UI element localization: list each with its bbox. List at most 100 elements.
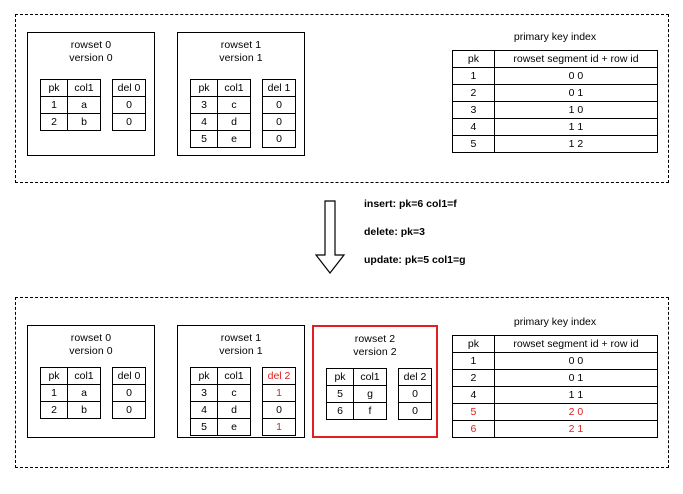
cell-del: 0 — [262, 401, 296, 419]
operations-list: insert: pk=6 col1=f delete: pk=3 update:… — [364, 198, 466, 282]
operation-insert: insert: pk=6 col1=f — [364, 198, 457, 210]
table-row: 1 0 0 — [452, 67, 659, 85]
column-header-del: del 0 — [112, 367, 146, 385]
cell-pk: 3 — [452, 101, 495, 119]
column-header-col1: col1 — [67, 79, 101, 97]
cell-location: 0 0 — [493, 67, 659, 85]
cell-del: 0 — [398, 385, 432, 403]
primary-key-index-after: primary key index pk rowset segment id +… — [452, 316, 659, 438]
cell-pk: 5 — [326, 385, 354, 403]
transition-group: insert: pk=6 col1=f delete: pk=3 update:… — [310, 198, 670, 283]
cell-location: 2 1 — [493, 420, 659, 438]
state-before-container: rowset 0 version 0 pk col1 1 a 2 b del 0 — [15, 14, 669, 183]
column-header-pk: pk — [326, 368, 354, 386]
cell-del: 0 — [262, 113, 296, 131]
cell-del: 1 — [262, 384, 296, 402]
cell-location: 0 1 — [493, 84, 659, 102]
rowset-data-table: pk col1 1 a 2 b — [40, 79, 101, 131]
cell-pk: 2 — [452, 84, 495, 102]
table-row: 0 — [262, 113, 296, 131]
column-header-pk: pk — [452, 50, 495, 68]
rowset-delete-bitmap-table: del 0 0 0 — [112, 367, 146, 419]
table-row: 2 0 1 — [452, 369, 659, 387]
cell-pk: 5 — [452, 135, 495, 153]
rowset-data-table: pk col1 1 a 2 b — [40, 367, 101, 419]
rowset-delete-bitmap-table: del 1 0 0 0 — [262, 79, 296, 148]
rowset-data-table: pk col1 5 g 6 f — [326, 368, 387, 420]
table-row: 4 d — [190, 113, 251, 131]
table-row: 0 — [262, 96, 296, 114]
cell-col1: f — [353, 402, 387, 420]
rowset-card-rowset-0-after: rowset 0 version 0 pk col1 1 a 2 b del 0 — [27, 325, 155, 438]
table-row: 0 — [398, 385, 432, 403]
cell-col1: c — [217, 384, 251, 402]
table-row: 1 a — [40, 384, 101, 402]
cell-location: 1 1 — [493, 118, 659, 136]
rowset-delete-bitmap-table: del 0 0 0 — [112, 79, 146, 131]
column-header-pk: pk — [452, 335, 495, 353]
cell-del: 0 — [112, 96, 146, 114]
column-header-col1: col1 — [353, 368, 387, 386]
rowset-delete-bitmap-table: del 2 1 0 1 — [262, 367, 296, 436]
rowset-title: rowset 0 version 0 — [69, 332, 113, 357]
cell-del: 0 — [262, 96, 296, 114]
table-row: 0 — [262, 130, 296, 148]
column-header-pk: pk — [190, 79, 218, 97]
column-header-col1: col1 — [217, 367, 251, 385]
rowset-title: rowset 0 version 0 — [69, 39, 113, 64]
cell-col1: c — [217, 96, 251, 114]
rowset-delete-bitmap-table: del 2 0 0 — [398, 368, 432, 420]
rowset-data-table: pk col1 3 c 4 d 5 e — [190, 367, 251, 436]
table-row: 4 1 1 — [452, 118, 659, 136]
rowset-data-table: pk col1 3 c 4 d 5 e — [190, 79, 251, 148]
operation-delete: delete: pk=3 — [364, 226, 425, 238]
cell-pk: 2 — [40, 113, 68, 131]
column-header-location: rowset segment id + row id — [493, 50, 659, 68]
primary-key-index-title: primary key index — [513, 316, 597, 328]
cell-pk: 3 — [190, 96, 218, 114]
rowset-card-rowset-1-before: rowset 1 version 1 pk col1 3 c 4 d 5 e — [177, 32, 305, 156]
cell-pk: 6 — [452, 420, 495, 438]
table-row: 0 — [112, 384, 146, 402]
cell-pk: 5 — [190, 130, 218, 148]
cell-location: 1 1 — [493, 386, 659, 404]
rowset-title: rowset 1 version 1 — [219, 332, 263, 357]
cell-location: 1 0 — [493, 101, 659, 119]
cell-pk: 6 — [326, 402, 354, 420]
table-row: 0 — [112, 401, 146, 419]
cell-pk: 2 — [40, 401, 68, 419]
table-row: 4 1 1 — [452, 386, 659, 404]
cell-del: 0 — [112, 401, 146, 419]
cell-location: 0 1 — [493, 369, 659, 387]
table-row: 1 a — [40, 96, 101, 114]
table-row: 1 — [262, 418, 296, 436]
cell-del: 0 — [112, 384, 146, 402]
column-header-location: rowset segment id + row id — [493, 335, 659, 353]
column-header-del: del 2 — [398, 368, 432, 386]
primary-key-index-table: pk rowset segment id + row id 1 0 0 2 0 … — [452, 335, 659, 438]
table-row: 5 2 0 — [452, 403, 659, 421]
cell-col1: e — [217, 130, 251, 148]
cell-pk: 4 — [452, 386, 495, 404]
cell-location: 2 0 — [493, 403, 659, 421]
column-header-del: del 2 — [262, 367, 296, 385]
rowset-card-rowset-2-after: rowset 2 version 2 pk col1 5 g 6 f del 2 — [312, 325, 438, 438]
table-row: 5 e — [190, 418, 251, 436]
cell-del: 0 — [112, 113, 146, 131]
cell-col1: g — [353, 385, 387, 403]
cell-del: 0 — [262, 130, 296, 148]
cell-pk: 1 — [452, 352, 495, 370]
table-row: 5 e — [190, 130, 251, 148]
table-row: 5 g — [326, 385, 387, 403]
rowset-title: rowset 2 version 2 — [353, 333, 397, 358]
rowset-card-rowset-0-before: rowset 0 version 0 pk col1 1 a 2 b del 0 — [27, 32, 155, 156]
operation-update: update: pk=5 col1=g — [364, 254, 466, 266]
primary-key-index-before: primary key index pk rowset segment id +… — [452, 31, 659, 153]
cell-col1: e — [217, 418, 251, 436]
rowset-card-rowset-1-after: rowset 1 version 1 pk col1 3 c 4 d 5 e — [177, 325, 305, 438]
table-row: 4 d — [190, 401, 251, 419]
cell-pk: 5 — [190, 418, 218, 436]
cell-pk: 2 — [452, 369, 495, 387]
cell-col1: a — [67, 96, 101, 114]
